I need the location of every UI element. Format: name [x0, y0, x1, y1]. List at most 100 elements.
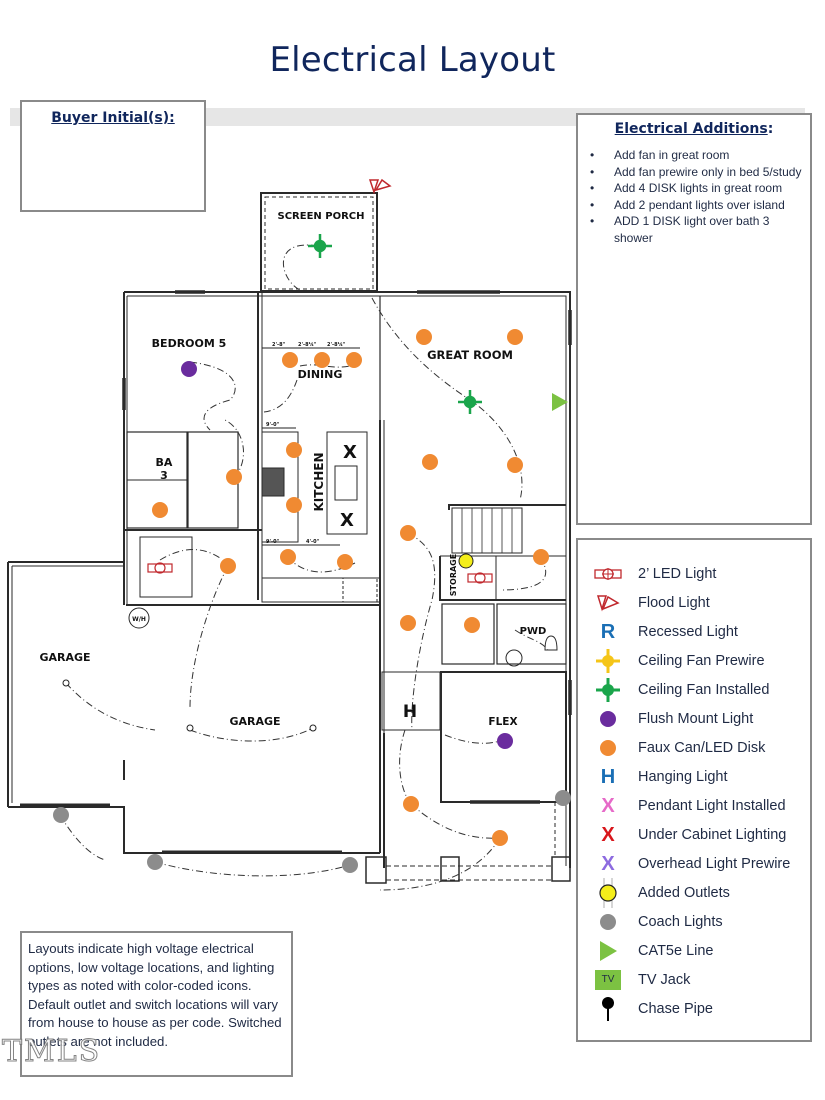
legend-label: Chase Pipe	[638, 1001, 713, 1017]
ceiling-fan-installed-icon	[308, 234, 332, 258]
recessed-light-icon: R	[600, 620, 616, 643]
pwd-sink	[505, 649, 523, 667]
legend-item: H Hanging Light	[578, 763, 810, 791]
flood-part	[368, 179, 380, 195]
faux-can-led-disk-icon	[280, 549, 296, 565]
legend-item: Coach Lights	[578, 908, 810, 936]
foyer	[381, 671, 441, 731]
watermark: TMLS	[1, 1034, 102, 1070]
wire	[263, 379, 298, 413]
floor-plan: SCREEN PORCH BEDROOM 5 DINING GREAT ROOM…	[7, 178, 572, 891]
faux-can-led-disk-icon	[152, 502, 168, 518]
wire	[159, 549, 221, 561]
legend-label: Faux Can/LED Disk	[638, 740, 766, 756]
laundry	[139, 536, 193, 598]
legend-label: Coach Lights	[638, 914, 723, 930]
faux-can-led-disk-icon	[226, 469, 242, 485]
legend-item: Added Outlets	[578, 878, 810, 908]
faux-can-led-disk-icon	[286, 442, 302, 458]
powder-room	[496, 603, 567, 665]
legend-item: Ceiling Fan Installed	[578, 676, 810, 704]
coach-lights-icon	[342, 857, 358, 873]
faux-can-led-disk-icon	[403, 796, 419, 812]
room-label-dining: DINING	[298, 368, 343, 381]
under-cabinet-lighting-icon: X	[601, 823, 615, 846]
ceiling-fan-installed-icon	[458, 390, 482, 414]
ceiling-fan-installed-icon	[578, 676, 638, 704]
flood-light-icon	[578, 589, 638, 617]
coach-lights-icon	[147, 854, 163, 870]
legend-item: Chase Pipe	[578, 995, 810, 1023]
led-2ft-icon	[467, 572, 493, 584]
fan-hub	[463, 395, 477, 409]
legend-label: Added Outlets	[638, 885, 730, 901]
electrical-additions-panel: Electrical Additions: Add fan in great r…	[576, 113, 812, 525]
flood-part	[374, 178, 392, 192]
wire	[154, 861, 351, 877]
faux-can-led-disk-icon	[533, 549, 549, 565]
fixture-icon	[309, 724, 317, 732]
coach-lights-icon	[53, 807, 69, 823]
legend-label: CAT5e Line	[638, 943, 714, 959]
wire	[59, 814, 106, 861]
dimension-label: 9'-0"	[266, 539, 280, 545]
led-center	[154, 562, 166, 574]
faux-can-led-disk-icon	[492, 830, 508, 846]
buyer-initials-box[interactable]: Buyer Initial(s):	[20, 100, 206, 212]
led-body	[147, 563, 173, 573]
faux-can-led-disk-icon	[314, 352, 330, 368]
faux-can-led-disk-icon	[416, 329, 432, 345]
room-label-flex: FLEX	[488, 716, 517, 728]
legend-item: X Under Cabinet Lighting	[578, 821, 810, 849]
sink	[334, 465, 358, 501]
porch-column	[440, 856, 460, 882]
legend-item: R Recessed Light	[578, 618, 810, 646]
legend-item: TV TV Jack	[578, 966, 810, 994]
dimension-label: 4'-0"	[306, 539, 320, 545]
addition-item: Add 2 pendant lights over island	[588, 197, 804, 214]
pantry	[441, 603, 495, 665]
buyer-initials-label: Buyer Initial(s):	[51, 110, 175, 126]
electrical-additions-list: Add fan in great room Add fan prewire on…	[578, 147, 810, 246]
tv-jack-icon: TV	[578, 966, 638, 994]
room-label-bath-3: BA	[156, 456, 173, 469]
faux-can-led-disk-icon	[507, 457, 523, 473]
legend-item: X Overhead Light Prewire	[578, 850, 810, 878]
dimension-label: 9'-0"	[266, 422, 280, 428]
wire	[407, 532, 436, 731]
coach-lights-icon	[578, 908, 638, 936]
appliance	[342, 577, 378, 603]
faux-can-led-disk-icon	[400, 615, 416, 631]
legend-label: 2’ LED Light	[638, 566, 717, 582]
flush-mount-light-icon	[578, 705, 638, 733]
wire	[189, 565, 229, 709]
led-body	[467, 573, 493, 583]
pendant-light-installed-icon: X	[340, 510, 354, 531]
legend-label: Recessed Light	[638, 624, 738, 640]
flush-mount-light-icon	[181, 361, 197, 377]
dimensions: 2'-8" 2'-8¼" 2'-8¼" 9'-0" 9'-0" 4'-0"	[262, 342, 360, 546]
wire	[282, 244, 319, 291]
legend-item: Faux Can/LED Disk	[578, 734, 810, 762]
added-outlets-icon	[578, 878, 638, 908]
legend-item: Flood Light	[578, 589, 810, 617]
house-outer-wall	[124, 291, 571, 868]
cat5e-line-icon	[552, 393, 568, 411]
kitchen-island	[326, 431, 368, 535]
wall	[439, 556, 566, 601]
flush-mount-light-icon	[497, 733, 513, 749]
legend-label: Flush Mount Light	[638, 711, 754, 727]
room-label-garage-left: GARAGE	[39, 651, 90, 664]
chase-pipe-icon	[578, 995, 638, 1023]
hanging-light-icon: H	[403, 702, 417, 722]
wire	[410, 803, 501, 839]
screen-porch-screen	[264, 196, 374, 290]
coach-lights-icon	[555, 790, 571, 806]
wire	[299, 364, 351, 368]
faux-can-led-disk-icon	[422, 454, 438, 470]
wire	[499, 556, 547, 591]
cat5e-line-icon	[578, 937, 638, 965]
led-center	[474, 572, 486, 584]
dimension-label: 2'-8"	[272, 342, 286, 348]
room-label-bedroom-5: BEDROOM 5	[152, 337, 227, 350]
